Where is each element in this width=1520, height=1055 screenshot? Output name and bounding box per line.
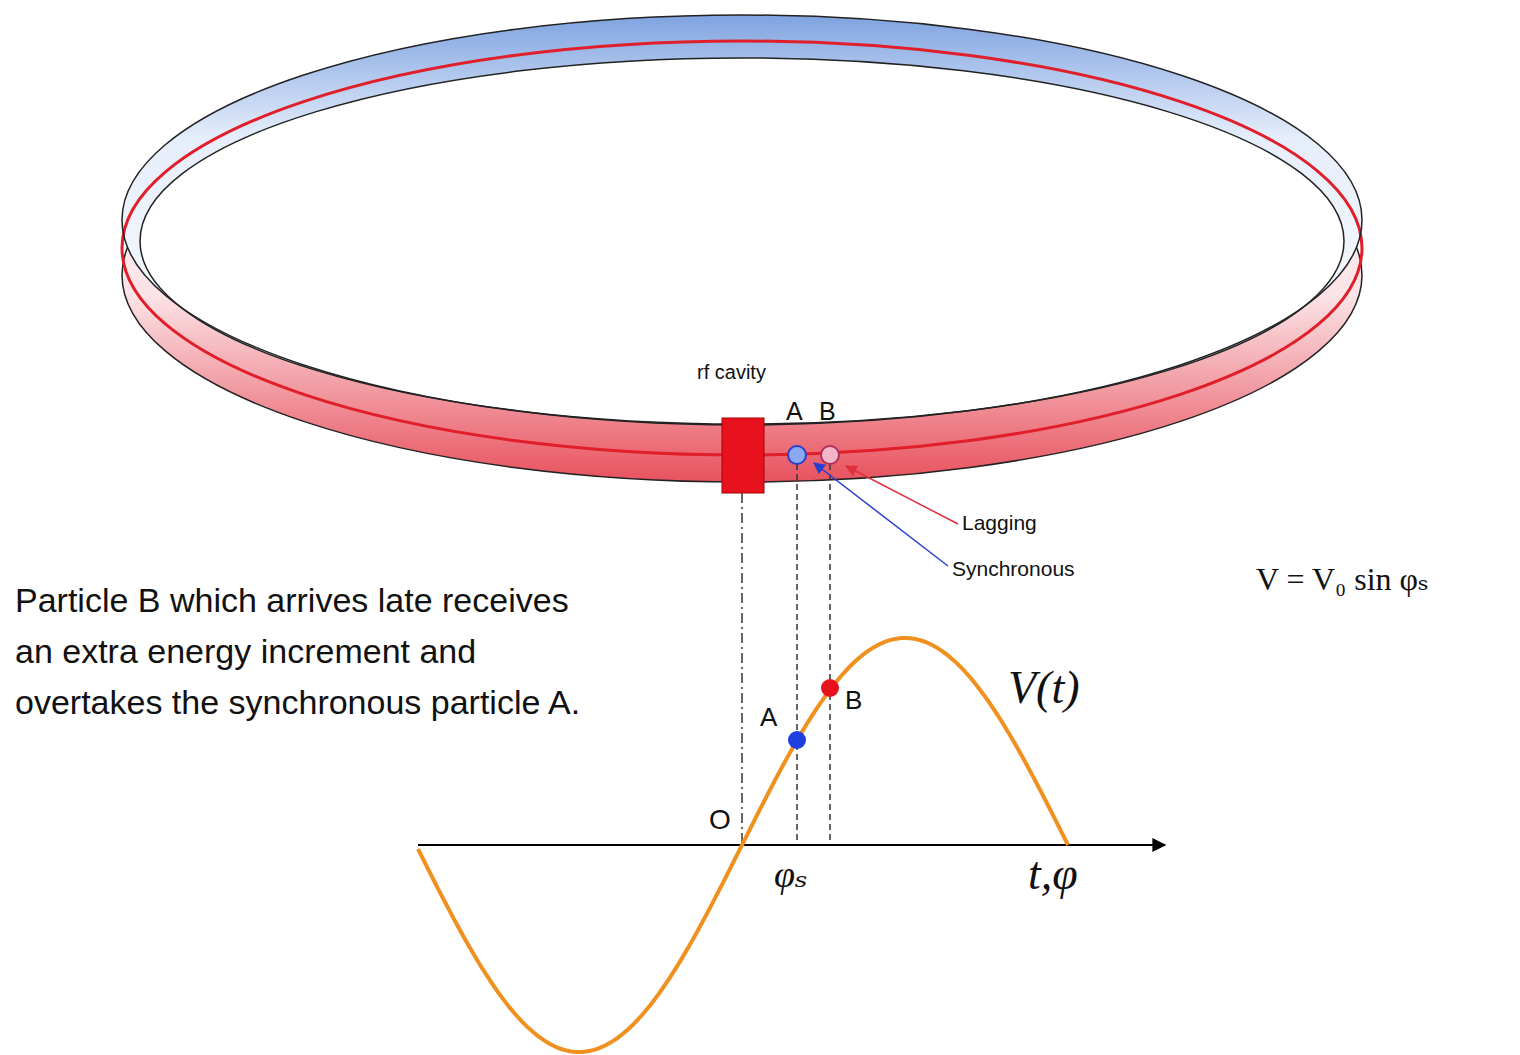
ring-hole [140,58,1344,424]
particle-label: B [819,396,836,426]
time-axis [418,844,1165,846]
particle-label: A [786,396,803,426]
point-label: A [760,702,777,733]
cavity-label: rf cavity [697,360,766,384]
origin-label: O [709,803,731,837]
ring-inner-wall [122,15,1362,425]
phase-label: φₛ [774,852,808,898]
lagging-label: Lagging [962,510,1037,535]
particle-b [821,446,839,464]
point-a [788,731,806,749]
voltage-formula: V = V₀ sin φₛ [1256,560,1429,598]
point-label: B [845,685,862,716]
explanation-note: Particle B which arrives late receives a… [15,575,585,728]
particle-a [788,446,806,464]
synchronous-label: Synchronous [952,556,1075,581]
synchronous-leader [814,463,948,566]
curve-label: V(t) [1008,660,1080,715]
point-b [821,679,839,697]
guide-b [829,464,831,845]
axis-label: t,φ [1028,846,1078,901]
guide-a [796,464,798,845]
lagging-leader [846,466,958,524]
rf-cavity [722,418,764,493]
beam-orbit [122,41,1362,455]
cavity-guide [741,493,743,845]
ring-top-edge [122,15,1362,425]
